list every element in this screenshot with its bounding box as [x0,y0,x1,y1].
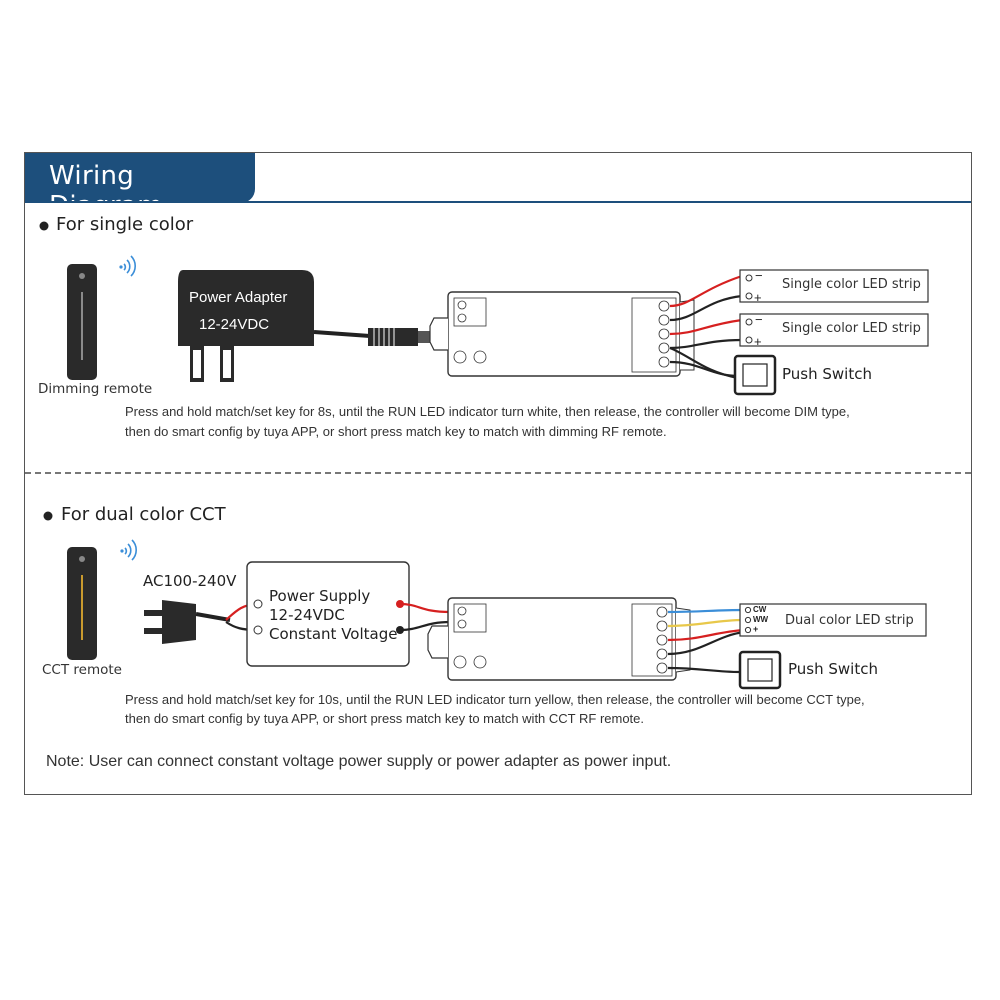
section-divider [25,472,971,474]
bullet-dual [43,511,53,521]
adapter-label-1: Power Adapter [189,289,288,306]
ww-label: WW [753,615,769,624]
wires-dual [667,608,745,674]
note-text: Note: User can connect constant voltage … [46,753,672,770]
power-adapter-icon [178,270,314,382]
adapter-label-2: 12-24VDC [199,316,270,333]
controller-single [429,291,695,377]
cw-label: CW [753,605,767,614]
led-strip-2 [739,313,929,347]
section-title-dual: For dual color CCT [61,504,226,525]
dimming-remote-icon [67,264,97,380]
instructions-dual-2: then do smart config by tuya APP, or sho… [125,711,645,726]
bullet-single [39,221,49,231]
instructions-single-1: Press and hold match/set key for 8s, unt… [125,404,850,419]
cct-remote-icon [67,547,97,660]
power-supply-box [246,561,410,667]
push-switch-1-icon [733,354,777,396]
wifi-signal-icon-2 [120,539,137,561]
header-tab: Wiring Diagram [25,153,255,221]
push-switch-1-label: Push Switch [782,365,872,383]
page-title: Wiring Diagram [49,161,163,221]
instructions-dual-1: Press and hold match/set key for 10s, un… [125,692,865,707]
dual-strip-label: Dual color LED strip [785,613,914,628]
strip2-label: Single color LED strip [782,321,921,336]
wifi-signal-icon [119,255,136,277]
diagram-panel [24,152,972,795]
ps-wires [399,602,451,632]
ac-plug-icon [144,600,231,644]
ac-voltage-label: AC100-240V [143,572,237,590]
push-switch-2-icon [738,650,782,690]
ps-label-3: Constant Voltage [269,625,398,643]
ps-label-1: Power Supply [269,587,371,605]
section-title-single: For single color [56,214,194,235]
instructions-single-2: then do smart config by tuya APP, or sho… [125,424,667,439]
dimming-remote-label: Dimming remote [38,381,153,397]
cct-remote-label: CCT remote [42,662,122,678]
strip1-plus: + [754,290,762,305]
strip2-plus: + [754,334,762,349]
strip1-minus: − [755,268,763,283]
plus-label: + [753,624,759,634]
dual-led-strip [739,603,927,637]
controller-dual [427,597,691,681]
strip2-minus: − [755,312,763,327]
ps-label-2: 12-24VDC [269,606,345,624]
header-underline [25,201,971,203]
push-switch-2-label: Push Switch [788,660,878,678]
wires-single [669,274,743,380]
led-strip-1 [739,269,929,303]
strip1-label: Single color LED strip [782,277,921,292]
adapter-cable [313,328,436,346]
